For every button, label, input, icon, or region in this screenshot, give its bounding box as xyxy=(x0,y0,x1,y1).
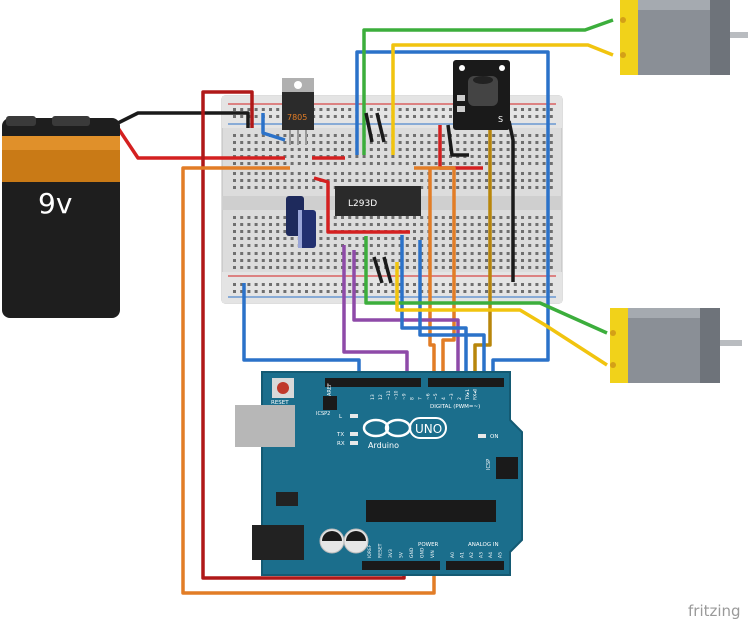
ir-receiver-module: S xyxy=(453,60,510,130)
aref-label: AREF xyxy=(327,383,333,396)
l-led-label: L xyxy=(339,414,343,420)
arduino-logo: UNO Arduino xyxy=(362,417,447,450)
arduino-brand-label: Arduino xyxy=(368,441,399,450)
analog-header xyxy=(446,561,504,570)
digital-pin-label: 4 xyxy=(441,397,447,400)
power-pin-label: 5V xyxy=(399,551,405,558)
fritzing-watermark: fritzing xyxy=(688,602,741,620)
digital-pin-label: RX◂0 xyxy=(473,389,479,400)
voltage-regulator: 7805 xyxy=(282,78,314,145)
digital-label: DIGITAL (PWM=~) xyxy=(430,404,480,410)
usb-port xyxy=(235,405,295,447)
battery-9v: 9v xyxy=(2,116,120,318)
icsp2-label: ICSP2 xyxy=(316,411,330,417)
wire-gnd-blue-left xyxy=(242,283,361,380)
wire-orange-chip xyxy=(414,166,456,380)
battery-label: 9v xyxy=(38,187,72,220)
digital-pin-label: 7 xyxy=(417,397,423,400)
wire-black-5 xyxy=(372,256,384,284)
wire-vin-orange xyxy=(181,166,436,595)
power-pin-labels: IOREF RESET 3V3 5V GND GND VIN xyxy=(367,543,436,558)
tx-led-label: TX xyxy=(336,432,344,438)
wire-black-3 xyxy=(446,124,469,157)
wires xyxy=(116,18,614,595)
wire-yellow-bottom xyxy=(395,262,608,367)
digital-pin-label: 2 xyxy=(457,397,463,400)
rx-led-label: RX xyxy=(337,441,345,447)
analog-pin-label: A2 xyxy=(469,552,475,558)
wire-battery-black xyxy=(117,111,250,128)
power-label: POWER xyxy=(418,542,439,548)
electrolytic-capacitor xyxy=(286,196,316,248)
analog-pin-label: A0 xyxy=(450,552,456,558)
wire-black-6 xyxy=(382,256,393,284)
ir-pin-label: S xyxy=(498,115,503,124)
wire-black-1 xyxy=(364,112,374,143)
digital-pin-label: ~10 xyxy=(394,390,400,400)
analog-label: ANALOG IN xyxy=(468,542,499,548)
wire-green-top xyxy=(362,18,614,155)
digital-pin-label: ~11 xyxy=(386,390,392,400)
wire-yellow-top xyxy=(391,43,614,155)
analog-pin-label: A5 xyxy=(498,552,504,558)
dc-motor-top xyxy=(620,0,748,75)
digital-pin-label: TX▸1 xyxy=(465,389,471,401)
power-pin-label: VIN xyxy=(430,550,436,558)
dc-motor-bottom xyxy=(610,308,742,383)
icsp-label: ICSP xyxy=(486,459,492,470)
power-pin-label: RESET xyxy=(378,543,384,558)
atmega-chip xyxy=(366,500,496,522)
power-pin-label: GND xyxy=(409,547,415,558)
power-pin-label: 3V3 xyxy=(388,549,394,558)
chip-label: L293D xyxy=(348,199,377,209)
wire-black-2 xyxy=(375,112,386,143)
on-led-label: ON xyxy=(490,434,498,440)
wire-blue-chip2 xyxy=(418,240,486,380)
uno-label: UNO xyxy=(415,422,442,436)
digital-pin-label: ~5 xyxy=(433,393,439,400)
power-pin-label: IOREF xyxy=(367,544,373,558)
wire-top-blue xyxy=(355,50,550,380)
l293d-chip: L293D xyxy=(335,186,421,216)
wire-orange-chip2 xyxy=(428,168,436,380)
wire-red-chip2 xyxy=(313,176,410,234)
digital-header-right xyxy=(428,378,504,387)
digital-header-left xyxy=(325,378,421,387)
regulator-label: 7805 xyxy=(287,113,307,122)
wire-battery-red xyxy=(116,127,285,160)
wire-blue-chip xyxy=(400,235,468,380)
analog-pin-label: A1 xyxy=(460,552,466,558)
digital-pin-label: 12 xyxy=(378,394,384,400)
digital-pin-label: ~6 xyxy=(425,393,431,400)
digital-pin-label: ~3 xyxy=(449,393,455,400)
breadboard-holes xyxy=(233,108,553,293)
digital-pin-label: ~9 xyxy=(402,393,408,400)
battery-terminal-pos xyxy=(52,116,90,126)
wire-purple-2 xyxy=(352,250,460,380)
wire-purple-1 xyxy=(342,245,409,380)
reset-label: RESET xyxy=(271,400,289,406)
digital-pin-label: 8 xyxy=(410,397,416,400)
power-header xyxy=(362,561,440,570)
wire-green-bottom xyxy=(364,236,608,335)
wire-black-4 xyxy=(507,120,515,282)
power-pin-label: GND xyxy=(420,547,426,558)
power-jack xyxy=(252,525,304,560)
analog-pin-label: A4 xyxy=(488,552,494,558)
digital-pin-label: 13 xyxy=(370,394,376,400)
wire-reg-blue xyxy=(261,113,286,142)
battery-terminal-neg xyxy=(6,116,36,126)
analog-pin-label: A3 xyxy=(479,552,485,558)
